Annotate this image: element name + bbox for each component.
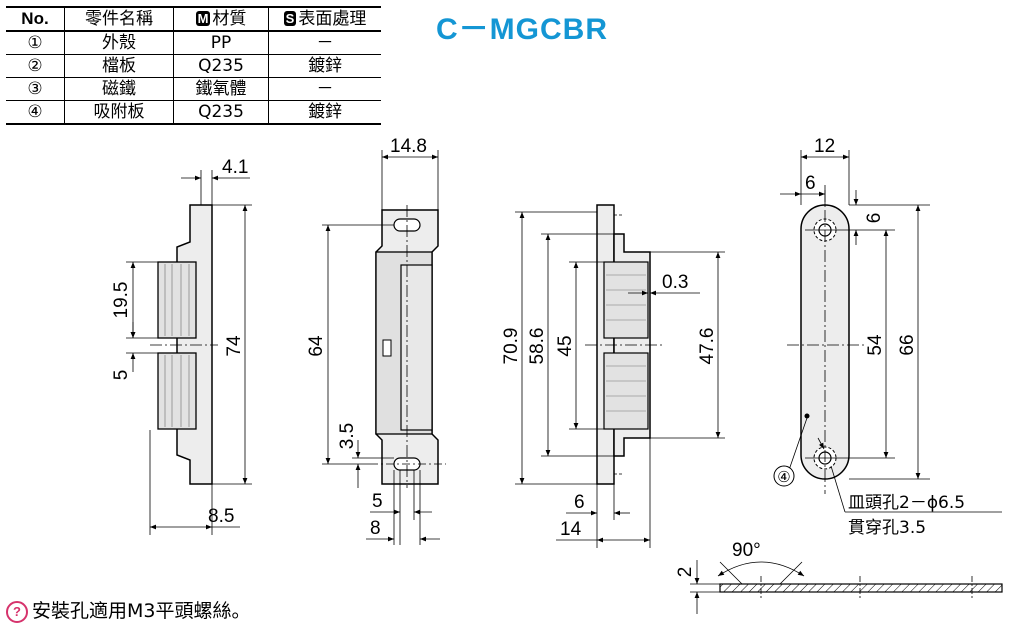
row-surface: － <box>268 30 381 55</box>
dim-view3-flange-depth: 6 <box>574 492 585 513</box>
installation-note: ?安裝孔適用M3平頭螺絲。 <box>6 596 250 623</box>
row-surface: 鍍鋅 <box>268 100 381 125</box>
dim-view4-half-width: 6 <box>805 173 816 194</box>
row-no: ② <box>6 54 65 78</box>
hole-through-label: 貫穿孔3.5 <box>848 518 926 538</box>
dim-view3-magnet-height: 45 <box>555 335 576 356</box>
dim-view2-slot-width: 5 <box>372 491 383 512</box>
header-part-name: 零件名稱 <box>64 6 174 32</box>
row-material: PP <box>173 30 269 55</box>
dim-view1-top-width: 4.1 <box>222 157 248 178</box>
dim-view4-total-length: 66 <box>897 334 918 355</box>
row-no: ④ <box>6 100 65 125</box>
plate-view: 12 6 6 54 66 ④ 皿頭孔2－ϕ6.5 貫穿孔3.5 <box>773 136 1002 538</box>
dim-view2-slot-length: 8 <box>370 518 381 539</box>
side-view: 4.1 74 19.5 5 8.5 <box>111 157 252 535</box>
table-row: ① 外殼 PP － <box>6 30 381 55</box>
dim-view5-thickness: 2 <box>675 567 696 578</box>
material-badge: M <box>195 11 211 26</box>
dim-view2-hole-pitch: 64 <box>306 335 327 357</box>
table-row: ③ 磁鐵 鐵氧體 － <box>6 77 381 101</box>
row-part-name: 磁鐵 <box>64 77 174 101</box>
dim-view4-total-width: 12 <box>814 136 835 157</box>
row-material: Q235 <box>173 100 269 125</box>
dim-view3-body-height: 58.6 <box>527 328 548 365</box>
dim-view2-top-width: 14.8 <box>390 136 427 157</box>
section-view: 70.9 58.6 45 47.6 0.3 6 14 <box>501 204 725 548</box>
header-no: No. <box>6 6 65 32</box>
table-row: ④ 吸附板 Q235 鍍鋅 <box>6 100 381 125</box>
dim-view2-hole-offset: 3.5 <box>337 423 358 449</box>
row-no: ① <box>6 30 65 55</box>
dim-view1-gap: 5 <box>111 370 132 381</box>
dim-view5-angle: 90° <box>732 540 761 561</box>
header-material-label: 材質 <box>212 9 247 29</box>
hole-spec-label: 皿頭孔2－ϕ6.5 <box>848 493 965 513</box>
dim-view3-total-height: 70.9 <box>501 328 522 365</box>
dim-view1-bottom-width: 8.5 <box>208 506 234 527</box>
row-surface: 鍍鋅 <box>268 54 381 78</box>
dim-view4-hole-pitch: 54 <box>865 334 886 356</box>
row-material: 鐵氧體 <box>173 77 269 101</box>
dim-view3-gap: 0.3 <box>662 272 688 293</box>
plate-side-view: 90° 2 <box>675 540 1003 614</box>
hint-icon: ? <box>6 601 28 623</box>
table-row: ② 檔板 Q235 鍍鋅 <box>6 54 381 78</box>
header-surface-label: 表面處理 <box>298 9 367 29</box>
note-text: 安裝孔適用M3平頭螺絲。 <box>32 600 251 622</box>
dim-view3-total-depth: 14 <box>560 519 582 540</box>
row-part-name: 外殼 <box>64 30 174 55</box>
dim-view3-plate-height: 47.6 <box>697 328 718 365</box>
part-marker-plate: ④ <box>777 469 790 486</box>
dim-view4-hole-offset: 6 <box>864 213 885 224</box>
row-part-name: 檔板 <box>64 54 174 78</box>
dim-view1-total-height: 74 <box>224 335 245 357</box>
dim-view1-upper-length: 19.5 <box>111 282 132 319</box>
front-view: 14.8 64 3.5 5 8 <box>306 136 446 545</box>
row-part-name: 吸附板 <box>64 100 174 125</box>
surface-badge: S <box>283 11 297 26</box>
row-surface: － <box>268 77 381 101</box>
model-title: C－MGCBR <box>436 13 608 46</box>
